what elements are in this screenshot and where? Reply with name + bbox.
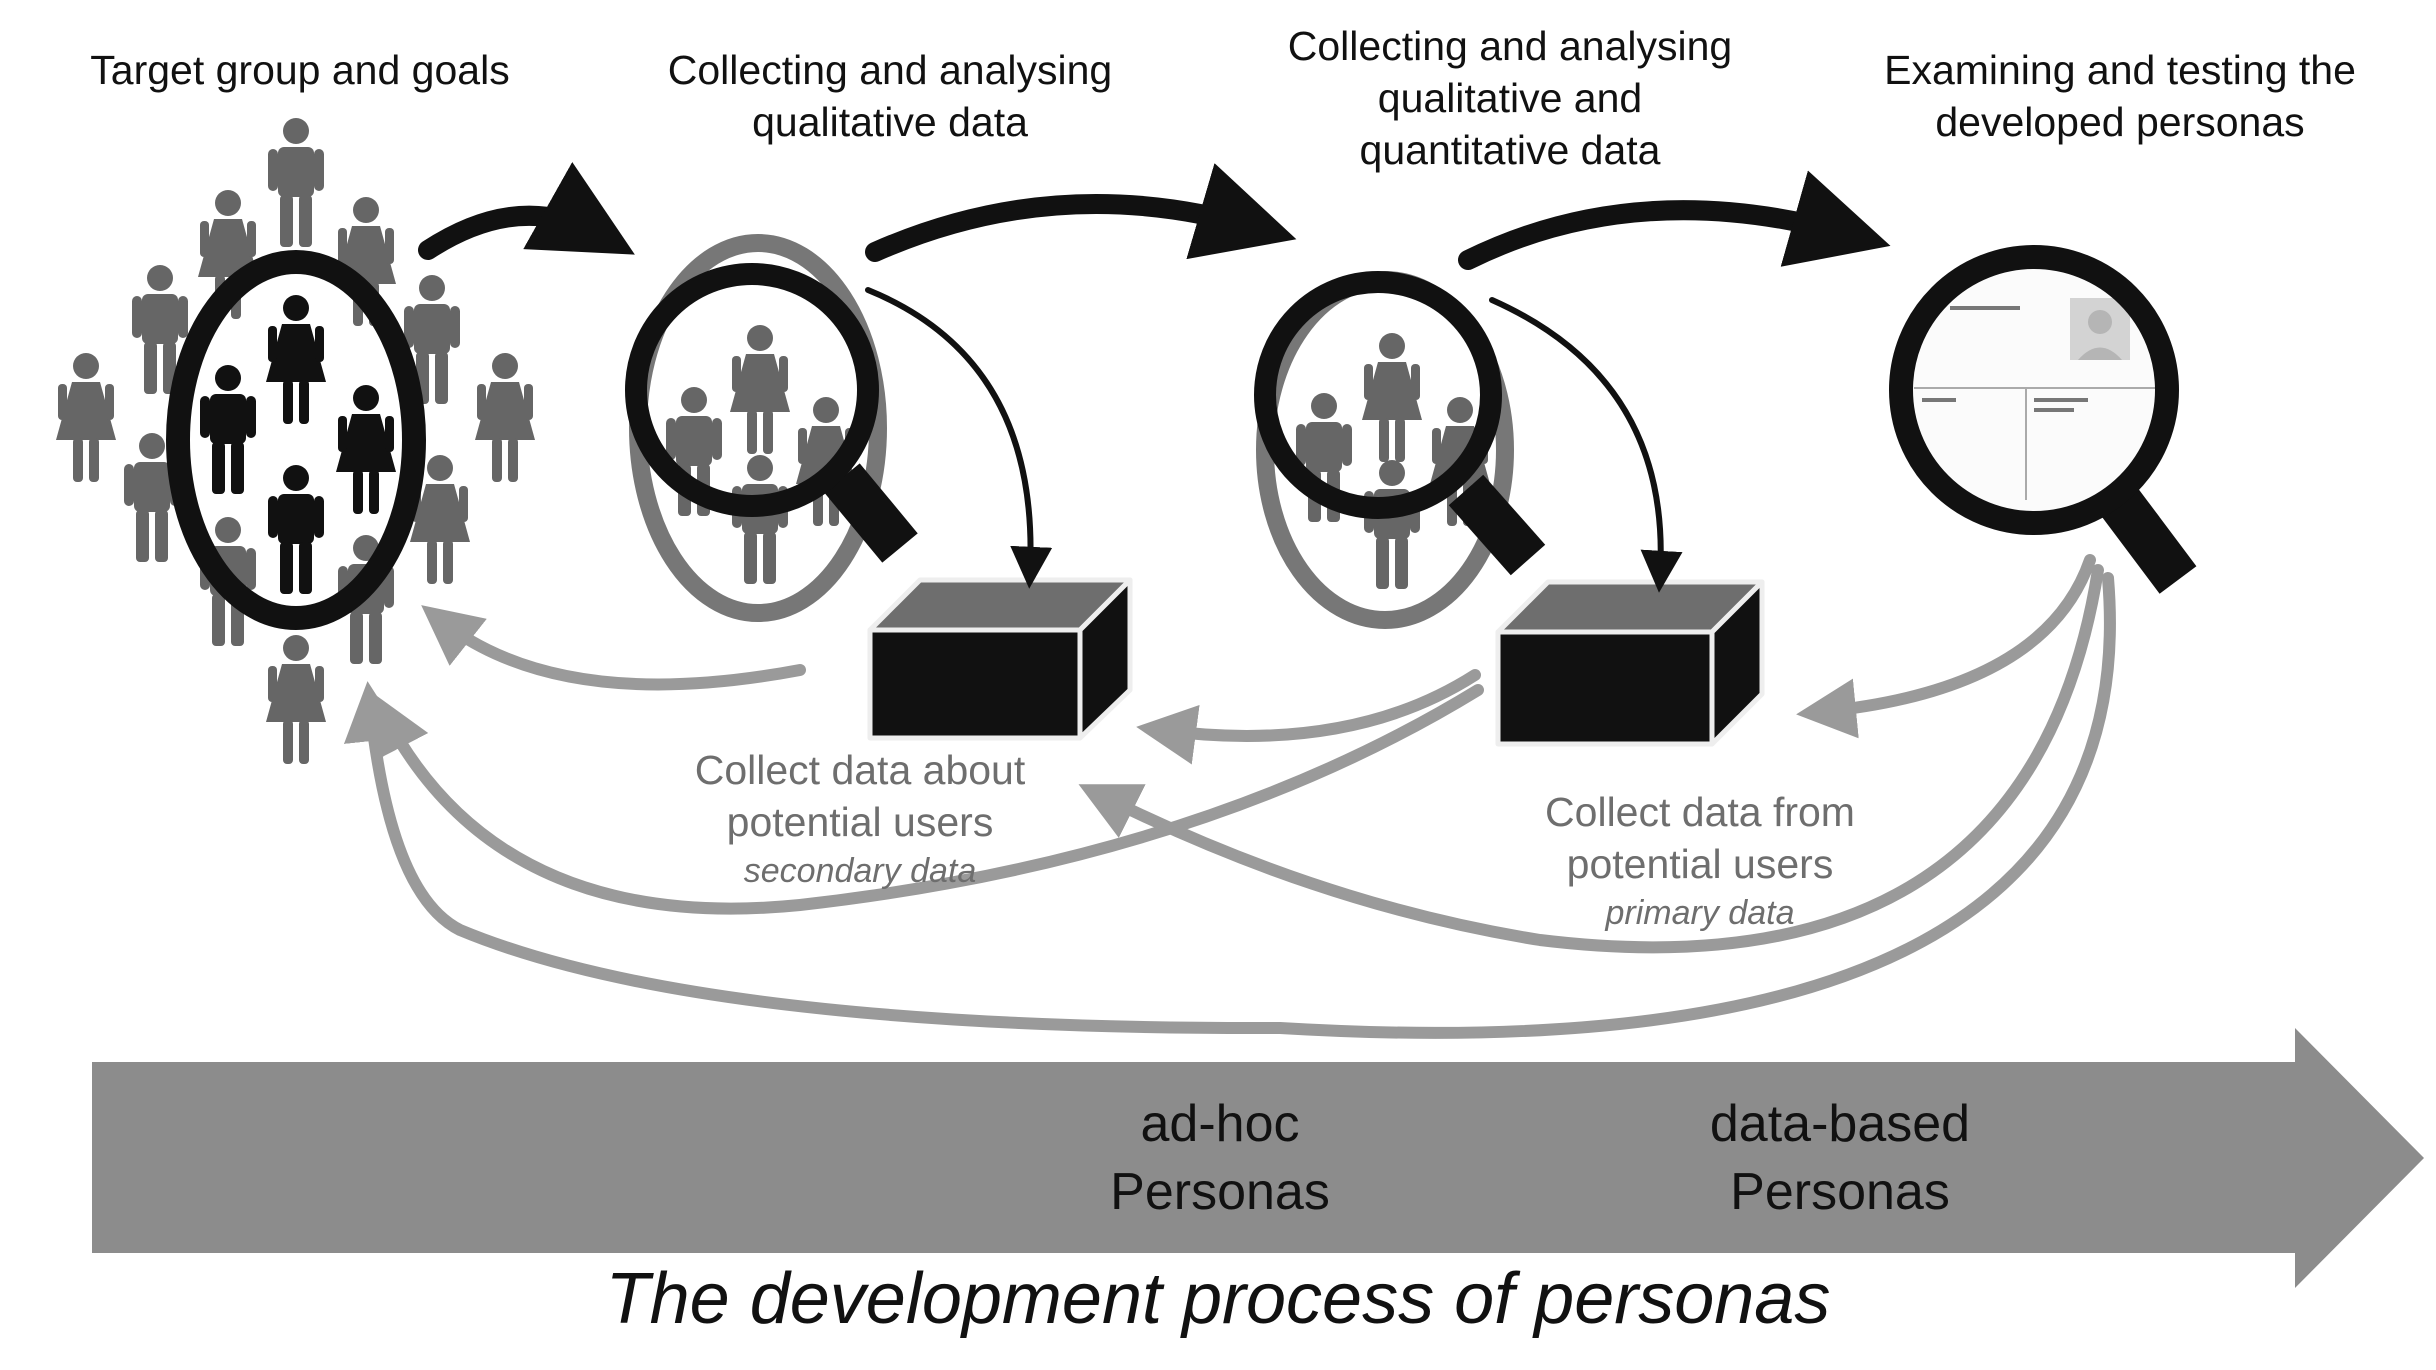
forward-arrow-1 bbox=[418, 162, 635, 260]
forward-arrows bbox=[418, 162, 1891, 270]
magnifier-people-icon-3 bbox=[1254, 271, 1546, 629]
feedback-arrows bbox=[343, 554, 2116, 1039]
band-label-adhoc-line-2: Personas bbox=[1110, 1163, 1330, 1221]
deposit-arrows bbox=[865, 287, 1683, 593]
feedback-arrow-1 bbox=[421, 605, 806, 691]
stage-title-3-line-3: quantitative data bbox=[1359, 127, 1661, 173]
progress-band-arrow bbox=[92, 1028, 2424, 1288]
band-label-adhoc-line-1: ad-hoc bbox=[1140, 1095, 1300, 1153]
stage-title-3: Collecting and analysing qualitative and… bbox=[1230, 20, 1790, 176]
secondary-data-note-line-2: potential users bbox=[726, 799, 994, 845]
band-label-databased: data-based Personas bbox=[1640, 1090, 2040, 1226]
stage-title-1-line-1: Target group and goals bbox=[90, 47, 510, 93]
deposit-arrow-secondary bbox=[865, 287, 1053, 589]
feedback-arrow-4 bbox=[1796, 554, 2096, 739]
stage-title-2: Collecting and analysing qualitative dat… bbox=[600, 44, 1180, 148]
secondary-data-note: Collect data about potential users secon… bbox=[620, 744, 1100, 894]
stage-title-2-line-2: qualitative data bbox=[752, 99, 1028, 145]
stage-title-1: Target group and goals bbox=[30, 44, 570, 96]
feedback-arrow-6 bbox=[343, 572, 2116, 1039]
secondary-data-note-line-1: Collect data about bbox=[694, 747, 1026, 793]
feedback-arrow-3 bbox=[373, 684, 1484, 915]
band-label-adhoc: ad-hoc Personas bbox=[1040, 1090, 1400, 1226]
band-label-databased-line-1: data-based bbox=[1709, 1095, 1971, 1153]
stage-title-3-line-2: qualitative and bbox=[1377, 75, 1643, 121]
crowd-icon bbox=[56, 118, 535, 764]
magnifier-people-icon-2 bbox=[625, 234, 918, 622]
data-box-secondary bbox=[867, 577, 1133, 741]
band-label-databased-line-2: Personas bbox=[1730, 1163, 1950, 1221]
primary-data-label: primary data bbox=[1605, 894, 1795, 932]
stage-title-4-line-1: Examining and testing the bbox=[1884, 47, 2356, 93]
diagram-caption: The development process of personas bbox=[605, 1259, 1831, 1339]
feedback-arrow-5 bbox=[1078, 564, 2104, 954]
stage-title-3-line-1: Collecting and analysing bbox=[1287, 23, 1733, 69]
forward-arrow-2 bbox=[865, 163, 1297, 262]
stage-title-4-line-2: developed personas bbox=[1935, 99, 2305, 145]
primary-data-note: Collect data from potential users primar… bbox=[1470, 786, 1930, 936]
stage-title-4: Examining and testing the developed pers… bbox=[1820, 44, 2420, 148]
data-box-primary bbox=[1495, 579, 1765, 747]
secondary-data-label: secondary data bbox=[743, 852, 977, 890]
deposit-arrow-primary bbox=[1489, 297, 1683, 593]
primary-data-note-line-2: potential users bbox=[1566, 841, 1834, 887]
feedback-arrow-2 bbox=[1136, 669, 1481, 765]
primary-data-note-line-1: Collect data from bbox=[1545, 789, 1855, 835]
forward-arrow-3 bbox=[1458, 170, 1891, 270]
magnifier-persona-card-icon bbox=[1889, 245, 2197, 594]
stage-title-2-line-1: Collecting and analysing bbox=[667, 47, 1113, 93]
